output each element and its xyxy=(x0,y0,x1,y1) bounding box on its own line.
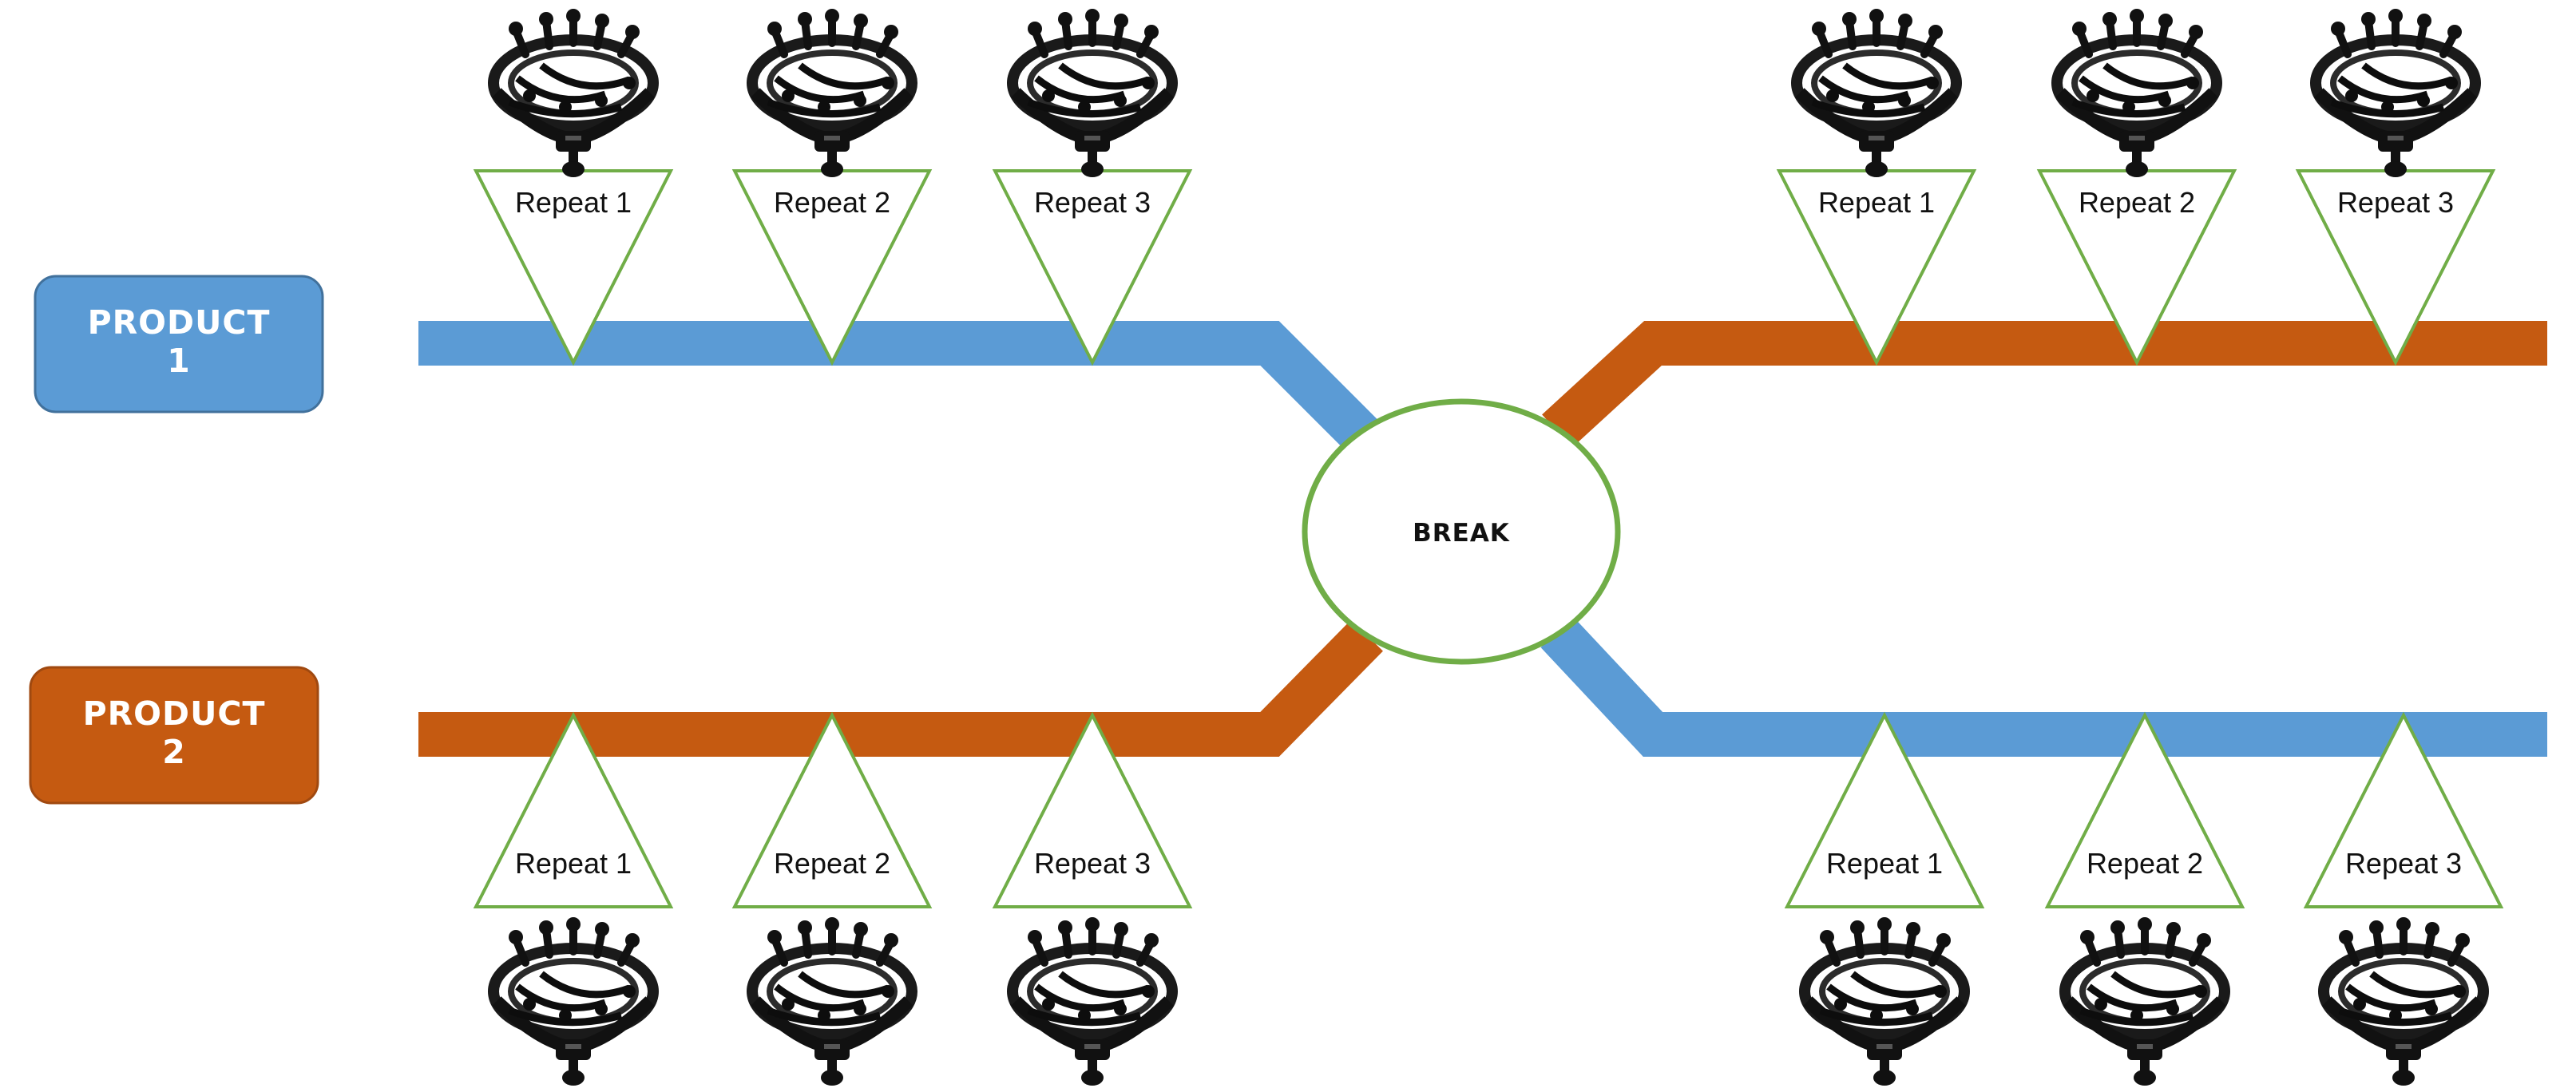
repeat-marker-bottom-right-1: Repeat 1 xyxy=(1784,711,1985,1086)
repeat-triangle xyxy=(731,711,933,908)
repeat-marker-bottom-left-2: Repeat 2 xyxy=(731,711,933,1086)
eeg-headset-icon xyxy=(1805,917,1964,1086)
eeg-headset-icon xyxy=(1013,9,1172,177)
repeat-marker-top-left-2: Repeat 2 xyxy=(731,9,933,366)
repeat-triangle xyxy=(1784,711,1985,908)
eeg-headset-icon xyxy=(752,9,912,177)
repeat-label: Repeat 2 xyxy=(774,186,890,219)
repeat-marker-bottom-left-3: Repeat 3 xyxy=(992,711,1193,1086)
product-1-line-after-break xyxy=(1540,616,2547,757)
eeg-headset-icon xyxy=(493,9,653,177)
flow-lines xyxy=(418,321,2547,757)
eeg-headset-icon xyxy=(1013,917,1172,1086)
repeat-label: Repeat 3 xyxy=(1034,186,1151,219)
repeat-marker-top-right-1: Repeat 1 xyxy=(1776,9,1977,366)
repeat-triangle xyxy=(2044,711,2245,908)
repeat-markers: Repeat 1 Repeat 2 Repeat 3 Repeat 1 Repeat 2… xyxy=(473,9,2504,1086)
repeat-label: Repeat 2 xyxy=(2087,847,2203,880)
repeat-marker-top-left-1: Repeat 1 xyxy=(473,9,674,366)
eeg-headset-icon xyxy=(493,917,653,1086)
eeg-headset-icon xyxy=(2057,9,2217,177)
repeat-marker-top-left-3: Repeat 3 xyxy=(992,9,1193,366)
product-2-label-line2: 2 xyxy=(162,733,186,771)
product-1-line-before-break xyxy=(418,321,1383,457)
product-2-label-line1: PRODUCT xyxy=(83,694,266,733)
repeat-marker-top-right-2: Repeat 2 xyxy=(2036,9,2237,366)
product-2-line-after-break xyxy=(1542,321,2547,448)
product-1-label-line1: PRODUCT xyxy=(88,303,271,342)
break-node: BREAK xyxy=(1302,398,1621,665)
repeat-marker-bottom-right-3: Repeat 3 xyxy=(2303,711,2504,1086)
eeg-headset-icon xyxy=(1797,9,1956,177)
repeat-label: Repeat 3 xyxy=(1034,847,1151,880)
repeat-label: Repeat 3 xyxy=(2337,186,2454,219)
repeat-marker-bottom-left-1: Repeat 1 xyxy=(473,711,674,1086)
repeat-marker-bottom-right-2: Repeat 2 xyxy=(2044,711,2245,1086)
break-label: BREAK xyxy=(1413,519,1510,548)
repeat-label: Repeat 1 xyxy=(515,847,632,880)
eeg-headset-icon xyxy=(752,917,912,1086)
eeg-headset-icon xyxy=(2065,917,2225,1086)
product-1-label-line2: 1 xyxy=(167,342,191,380)
repeat-triangle xyxy=(473,711,674,908)
repeat-label: Repeat 1 xyxy=(515,186,632,219)
product-1-box: PRODUCT 1 xyxy=(34,275,324,413)
repeat-label: Repeat 2 xyxy=(2079,186,2195,219)
repeat-label: Repeat 3 xyxy=(2345,847,2462,880)
break-circle xyxy=(1302,398,1621,665)
repeat-marker-top-right-3: Repeat 3 xyxy=(2295,9,2496,366)
repeat-label: Repeat 1 xyxy=(1826,847,1943,880)
eeg-headset-icon xyxy=(2324,917,2483,1086)
repeat-triangle xyxy=(2303,711,2504,908)
repeat-label: Repeat 2 xyxy=(774,847,890,880)
repeat-triangle xyxy=(992,711,1193,908)
eeg-headset-icon xyxy=(2316,9,2475,177)
product-2-box: PRODUCT 2 xyxy=(29,666,319,805)
product-2-line-before-break xyxy=(418,619,1383,757)
repeat-label: Repeat 1 xyxy=(1818,186,1935,219)
